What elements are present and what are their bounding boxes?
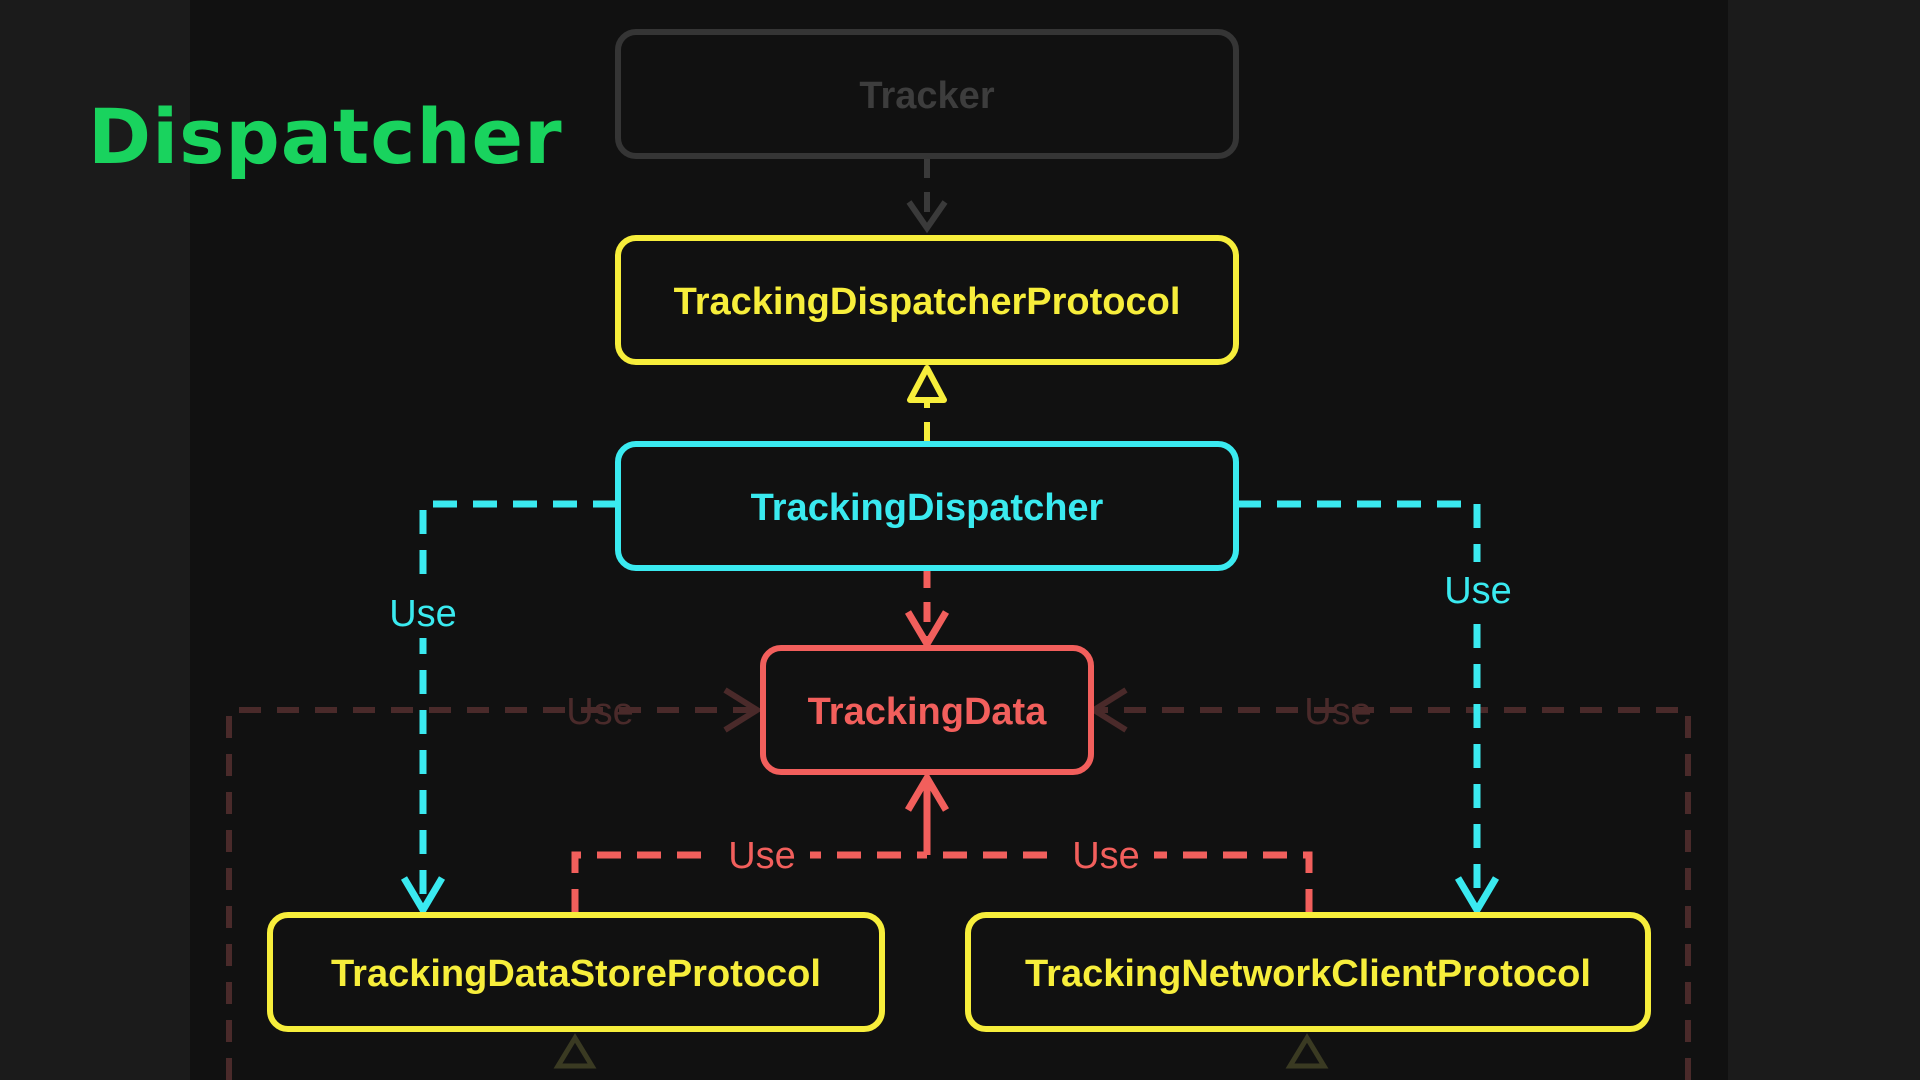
faded-left-edge bbox=[226, 707, 755, 1080]
tracker-arrowhead bbox=[906, 200, 948, 234]
data-up-arrowhead bbox=[904, 771, 950, 812]
edge-label-store-data: Use bbox=[728, 835, 796, 877]
node-tracker: Tracker bbox=[615, 29, 1239, 159]
dispatcher-data-arrowhead bbox=[904, 610, 950, 651]
edge-label-dispatcher-store: Use bbox=[389, 593, 457, 635]
node-dispatcher-protocol: TrackingDispatcherProtocol bbox=[615, 235, 1239, 365]
node-store-protocol-label: TrackingDataStoreProtocol bbox=[331, 953, 821, 995]
edge-label-dispatcher-network: Use bbox=[1444, 570, 1512, 612]
node-tracker-label: Tracker bbox=[859, 75, 994, 117]
node-tracking-data: TrackingData bbox=[760, 645, 1094, 775]
node-dispatcher-label: TrackingDispatcher bbox=[751, 487, 1104, 529]
edge-label-network-data: Use bbox=[1072, 835, 1140, 877]
faded-store-triangle bbox=[553, 1033, 597, 1069]
edge-label-faded-right: Use bbox=[1304, 691, 1372, 733]
node-dispatcher: TrackingDispatcher bbox=[615, 441, 1239, 571]
faded-right-edge bbox=[1096, 707, 1691, 1080]
edge-dispatcher-to-store bbox=[419, 500, 617, 908]
faded-edges bbox=[226, 707, 1691, 1080]
edge-label-bg-network-data bbox=[1058, 828, 1154, 880]
node-tracking-data-label: TrackingData bbox=[808, 691, 1048, 733]
network-arrowhead bbox=[1454, 876, 1500, 917]
edge-network-to-data bbox=[927, 851, 1313, 913]
edge-dispatcher-to-network bbox=[1237, 500, 1481, 908]
node-dispatcher-protocol-label: TrackingDispatcherProtocol bbox=[674, 281, 1181, 323]
store-arrowhead bbox=[400, 876, 446, 917]
edge-label-bg-left bbox=[384, 586, 464, 638]
edge-label-faded-left: Use bbox=[566, 691, 634, 733]
page-title: Dispatcher bbox=[88, 92, 563, 181]
faded-right-arrowhead bbox=[1088, 687, 1128, 733]
node-network-protocol: TrackingNetworkClientProtocol bbox=[965, 912, 1651, 1032]
node-store-protocol: TrackingDataStoreProtocol bbox=[267, 912, 885, 1032]
edge-label-bg-right bbox=[1436, 562, 1520, 614]
realization-triangle bbox=[907, 365, 947, 403]
node-network-protocol-label: TrackingNetworkClientProtocol bbox=[1025, 953, 1591, 995]
faded-network-triangle bbox=[1285, 1033, 1329, 1069]
faded-left-arrowhead bbox=[723, 687, 763, 733]
edge-label-bg-store-data bbox=[714, 828, 810, 880]
